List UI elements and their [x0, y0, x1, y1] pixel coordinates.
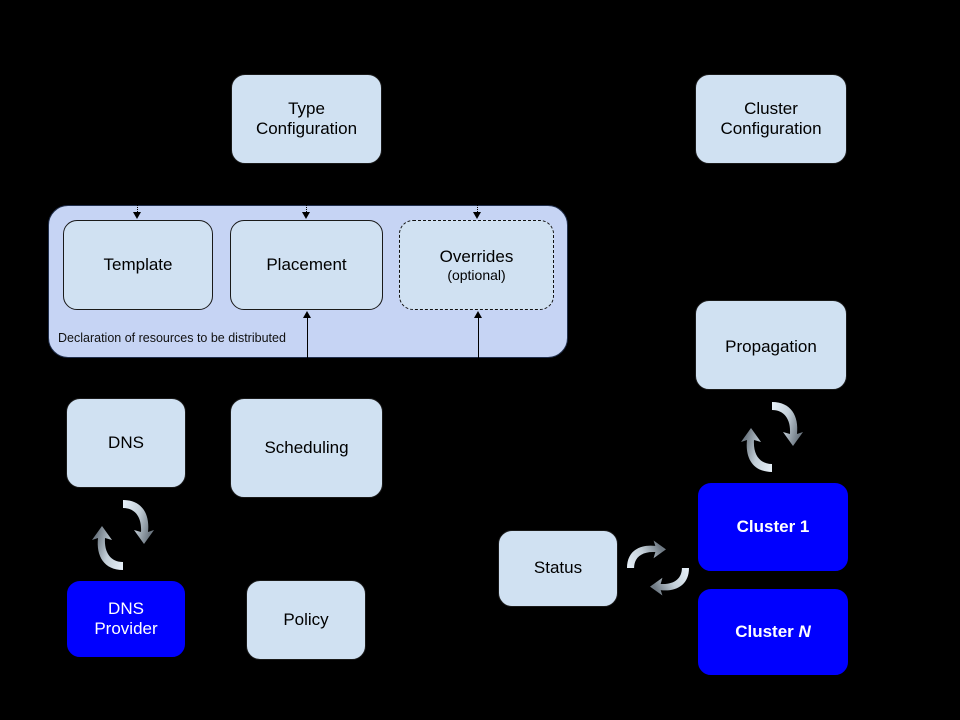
- cluster-prefix: Cluster: [735, 621, 799, 641]
- node-overrides-title: Overrides: [439, 246, 514, 266]
- node-policy[interactable]: Policy: [246, 580, 366, 660]
- arrow-to-overrides-line: [477, 205, 478, 214]
- cluster-index: N: [798, 621, 811, 641]
- node-placement-label: Placement: [266, 254, 347, 274]
- node-dns-provider[interactable]: DNS Provider: [66, 580, 186, 658]
- node-overrides[interactable]: Overrides (optional): [399, 220, 554, 310]
- arrow-up-to-placement-line: [307, 316, 308, 358]
- arrow-up-to-overrides-head: [474, 311, 482, 318]
- node-overrides-subtitle: (optional): [447, 266, 506, 283]
- cluster-index: 1: [799, 516, 810, 536]
- label-line-1: Type: [288, 98, 325, 118]
- arrow-to-placement-head: [302, 212, 310, 219]
- node-cluster-n-label: Cluster N: [735, 622, 811, 642]
- node-cluster-1[interactable]: Cluster 1: [697, 482, 849, 572]
- label-line-2: Provider: [94, 619, 158, 638]
- node-scheduling[interactable]: Scheduling: [230, 398, 383, 498]
- node-status[interactable]: Status: [498, 530, 618, 607]
- node-propagation-label: Propagation: [725, 337, 817, 356]
- node-cluster-n[interactable]: Cluster N: [697, 588, 849, 676]
- arrow-to-placement-line: [306, 205, 307, 214]
- group-caption: Declaration of resources to be distribut…: [58, 331, 286, 345]
- arrow-to-template-line: [137, 205, 138, 214]
- arrow-to-template-head: [133, 212, 141, 219]
- node-dns-provider-label: DNS Provider: [94, 599, 157, 639]
- arrow-to-overrides-head: [473, 212, 481, 219]
- node-policy-label: Policy: [283, 609, 329, 629]
- node-status-label: Status: [533, 558, 583, 578]
- cluster-prefix: Cluster: [736, 516, 800, 536]
- node-cluster-configuration[interactable]: Cluster Configuration: [695, 74, 847, 164]
- sync-icon-status: [627, 530, 690, 606]
- label-line-2: Configuration: [255, 119, 358, 138]
- arrow-up-to-overrides-line: [478, 316, 479, 358]
- label-line-2: Configuration: [720, 119, 822, 138]
- node-overrides-label: Overrides (optional): [440, 247, 514, 284]
- node-cluster-1-label: Cluster 1: [737, 517, 810, 537]
- label-line-1: DNS: [108, 598, 144, 618]
- node-propagation[interactable]: Propagation: [695, 300, 847, 390]
- node-dns[interactable]: DNS: [66, 398, 186, 488]
- label-line-1: Cluster: [744, 98, 798, 118]
- sync-icon-propagation: [737, 398, 807, 476]
- node-placement[interactable]: Placement: [230, 220, 383, 310]
- node-type-configuration[interactable]: Type Configuration: [231, 74, 382, 164]
- node-type-configuration-label: Type Configuration: [256, 99, 357, 139]
- node-cluster-configuration-label: Cluster Configuration: [720, 99, 821, 139]
- sync-icon-dns: [88, 496, 158, 574]
- arrow-up-to-placement-head: [303, 311, 311, 318]
- node-scheduling-label: Scheduling: [264, 437, 349, 457]
- node-dns-label: DNS: [108, 432, 144, 452]
- node-template-label: Template: [103, 254, 173, 274]
- node-template[interactable]: Template: [63, 220, 213, 310]
